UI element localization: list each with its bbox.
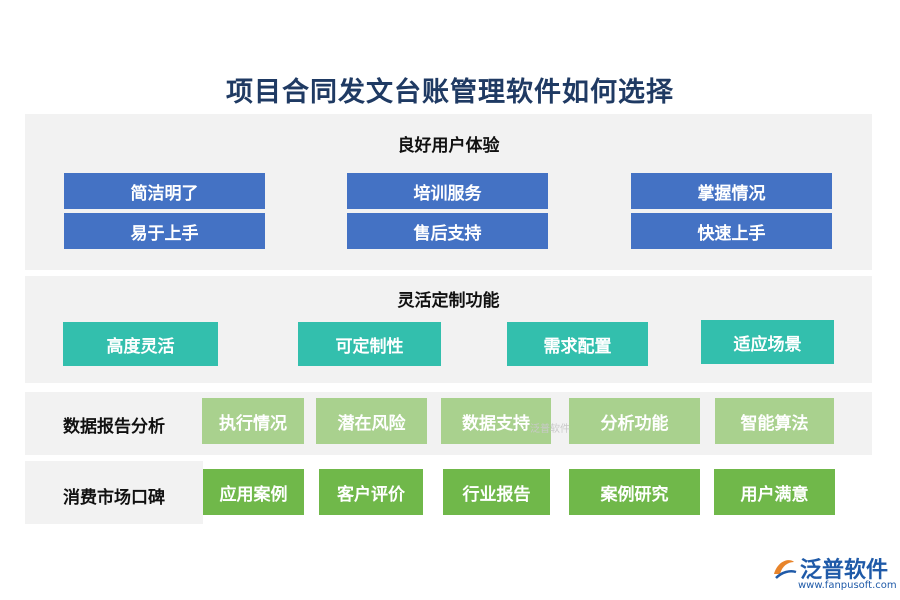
report-item-5: 智能算法 [715, 398, 834, 444]
custom-item-4: 适应场景 [701, 320, 834, 364]
user-experience-title: 良好用户体验 [397, 136, 500, 156]
custom-item-2: 可定制性 [298, 322, 441, 366]
page-title: 项目合同发文台账管理软件如何选择 [226, 77, 674, 108]
data-report-label: 数据报告分析 [63, 417, 165, 437]
ux-item-4: 易于上手 [64, 213, 265, 249]
user-experience-panel: 良好用户体验 简洁明了 培训服务 掌握情况 易于上手 售后支持 快速上手 [25, 114, 872, 270]
report-item-3: 数据支持 [441, 398, 551, 444]
ux-item-1: 简洁明了 [64, 173, 265, 209]
reputation-items-area: 应用案例 客户评价 行业报告 案例研究 用户满意 [203, 461, 872, 524]
reputation-item-1: 应用案例 [203, 469, 304, 515]
ux-item-6: 快速上手 [631, 213, 832, 249]
reputation-panel: 消费市场口碑 应用案例 客户评价 行业报告 案例研究 用户满意 [25, 461, 872, 524]
reputation-item-5: 用户满意 [714, 469, 835, 515]
report-item-4: 分析功能 [569, 398, 700, 444]
logo-url: www.fanpusoft.com [798, 580, 897, 591]
reputation-label: 消费市场口碑 [63, 488, 165, 508]
logo-icon [774, 560, 797, 579]
custom-item-3: 需求配置 [507, 322, 648, 366]
data-report-panel: 数据报告分析 执行情况 潜在风险 数据支持 分析功能 智能算法 [25, 392, 872, 455]
reputation-item-3: 行业报告 [443, 469, 550, 515]
logo-name: 泛普软件 [800, 558, 889, 583]
ux-item-5: 售后支持 [347, 213, 548, 249]
reputation-item-4: 案例研究 [569, 469, 700, 515]
report-item-2: 潜在风险 [316, 398, 427, 444]
ux-item-3: 掌握情况 [631, 173, 832, 209]
customization-panel: 灵活定制功能 高度灵活 可定制性 需求配置 适应场景 [25, 276, 872, 383]
custom-item-1: 高度灵活 [63, 322, 218, 366]
report-item-1: 执行情况 [202, 398, 304, 444]
customization-title: 灵活定制功能 [397, 291, 500, 311]
ux-item-2: 培训服务 [347, 173, 548, 209]
reputation-item-2: 客户评价 [319, 469, 423, 515]
center-watermark: 泛普软件 [530, 424, 570, 435]
